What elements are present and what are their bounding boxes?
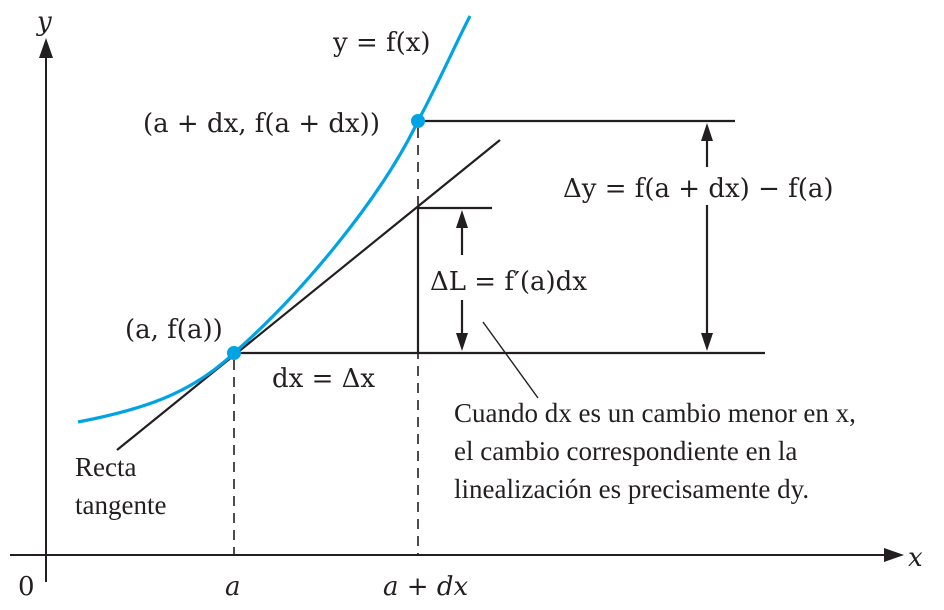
y-axis-arrowhead xyxy=(39,38,53,58)
tangent-label-line-1: Recta xyxy=(75,452,136,482)
delta-y-label: Δy = f(a + dx) − f(a) xyxy=(563,174,834,204)
lower-point-label: (a, f(a)) xyxy=(125,315,223,345)
y-axis-label: y xyxy=(36,7,52,37)
delta-y-arrowhead-top xyxy=(701,123,713,141)
annotation-line-1: Cuando dx es un cambio menor en x, xyxy=(454,398,856,428)
delta-L-arrowhead-bottom xyxy=(456,333,468,351)
x-tick-a-plus-dx: a + dx xyxy=(383,572,468,602)
x-axis-label: x xyxy=(908,543,923,573)
origin-label: 0 xyxy=(18,572,35,602)
upper-point-label: (a + dx, f(a + dx)) xyxy=(143,109,380,139)
annotation-line-2: el cambio correspondiente en la xyxy=(454,436,797,466)
tangent-line xyxy=(116,139,501,451)
curve-label: y = f(x) xyxy=(332,28,431,58)
delta-L-label: ΔL = f′(a)dx xyxy=(430,267,587,297)
delta-L-arrowhead-top xyxy=(456,210,468,228)
delta-y-arrowhead-bottom xyxy=(701,333,713,351)
function-curve xyxy=(77,15,472,424)
x-tick-a: a xyxy=(225,572,241,602)
point-a-plus-dx xyxy=(411,114,425,128)
dx-label: dx = Δx xyxy=(272,364,375,394)
annotation-leader-line xyxy=(482,321,539,399)
point-a xyxy=(227,346,241,360)
tangent-label-line-2: tangente xyxy=(75,490,166,520)
x-axis-arrowhead xyxy=(884,548,904,562)
annotation-line-3: linealización es precisamente dy. xyxy=(454,474,809,504)
